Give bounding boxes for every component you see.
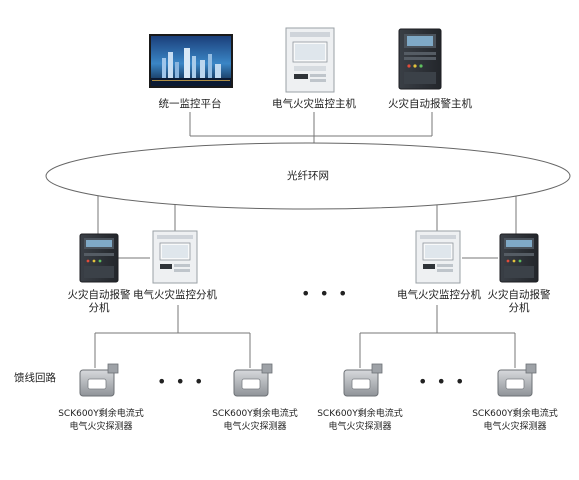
detector-4-label-line2: 电气火灾探测器 [483,422,547,432]
detector-4 [497,363,537,397]
detector-2-label-line2: 电气火灾探测器 [223,422,287,432]
detector-1-label-line1: SCK600Y剩余电流式 [58,409,144,419]
detector-4-label-line1: SCK600Y剩余电流式 [472,409,558,419]
detector-2 [233,363,273,397]
right-alarm-label-line2: 分机 [508,302,530,314]
branch-ellipsis: • • • [301,284,350,303]
left-fire-alarm-subunit [79,233,119,283]
monitor-host-label: 电气火灾监控主机 [272,98,356,110]
left-alarm-label-line2: 分机 [88,302,110,314]
detector-ellipsis-left: • • • [157,372,206,391]
feeder-loop-label: 馈线回路 [14,372,56,384]
fiber-ring [45,142,571,210]
detector-1-label-line2: 电气火灾探测器 [69,422,133,432]
ring-label: 光纤环网 [287,170,329,182]
fire-alarm-host [398,28,442,90]
detector-3-label-line2: 电气火灾探测器 [328,422,392,432]
right-monitor-subunit [415,230,461,284]
detector-3 [343,363,383,397]
detector-1 [79,363,119,397]
right-fire-alarm-subunit [499,233,539,283]
right-monitor-label: 电气火灾监控分机 [397,289,481,301]
left-alarm-label-line1: 火灾自动报警 [67,289,131,301]
right-alarm-label-line1: 火灾自动报警 [487,289,551,301]
monitoring-platform-screen [149,34,233,88]
connection-lines [94,112,517,368]
left-monitor-subunit [152,230,198,284]
left-monitor-label: 电气火灾监控分机 [133,289,217,301]
platform-label: 统一监控平台 [158,98,222,110]
electrical-fire-monitor-host [285,27,335,93]
detector-ellipsis-right: • • • [418,372,467,391]
detector-3-label-line1: SCK600Y剩余电流式 [317,409,403,419]
detector-2-label-line1: SCK600Y剩余电流式 [212,409,298,419]
alarm-host-label: 火灾自动报警主机 [388,98,472,110]
